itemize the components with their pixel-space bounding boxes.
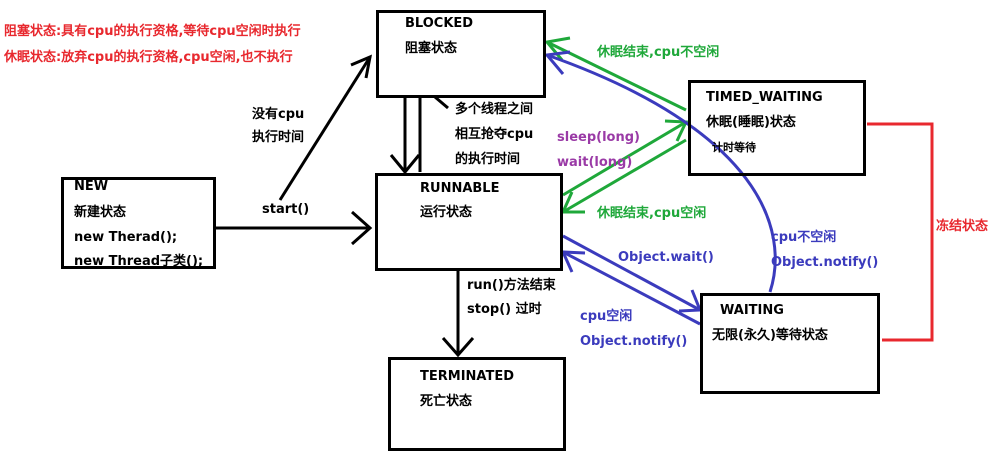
state-terminated-subtitle: 死亡状态 xyxy=(420,394,473,409)
label-object-wait: Object.wait() xyxy=(618,250,714,265)
label-sleep-end-cpu-busy: 休眠结束,cpu不空闲 xyxy=(597,45,720,60)
arrow-blocked-to-runnable xyxy=(389,97,421,175)
label-run-end: run()方法结束 xyxy=(467,278,556,293)
label-notify-left: Object.notify() xyxy=(580,334,688,349)
arrow-waiting-to-blocked xyxy=(544,50,777,293)
legend-sleep-description: 休眠状态:放弃cpu的执行资格,cpu空闲,也不执行 xyxy=(4,50,293,65)
state-new xyxy=(61,177,216,269)
arrow-new-to-runnable xyxy=(215,210,373,246)
label-stop: stop() 过时 xyxy=(467,302,542,317)
state-blocked-title: BLOCKED xyxy=(405,16,474,31)
state-new-line-1: 新建状态 xyxy=(74,205,127,220)
arrow-timed-to-runnable xyxy=(560,138,687,214)
state-blocked xyxy=(376,10,546,98)
state-waiting-subtitle: 无限(永久)等待状态 xyxy=(712,328,828,343)
arrow-waiting-to-runnable xyxy=(560,250,701,326)
arrow-blocked-compete xyxy=(434,95,449,110)
label-sleep-long: sleep(long) xyxy=(557,130,640,145)
state-new-line-3: new Thread子类(); xyxy=(74,254,204,269)
label-start: start() xyxy=(262,202,310,217)
label-wait-long: wait(long) xyxy=(557,155,633,170)
state-waiting-title: WAITING xyxy=(720,303,784,318)
state-runnable-subtitle: 运行状态 xyxy=(420,205,473,220)
label-compete-1: 多个线程之间 xyxy=(455,102,534,117)
label-compete-2: 相互抢夺cpu xyxy=(455,127,534,142)
legend-blocked-description: 阻塞状态:具有cpu的执行资格,等待cpu空闲时执行 xyxy=(4,24,301,39)
label-no-cpu-2: 执行时间 xyxy=(252,130,305,145)
state-new-line-2: new Therad(); xyxy=(74,230,178,245)
state-new-title: NEW xyxy=(74,179,109,194)
label-cpu-not-free: cpu不空闲 xyxy=(771,230,837,245)
state-timed-waiting-title: TIMED_WAITING xyxy=(706,90,823,105)
label-no-cpu-1: 没有cpu xyxy=(252,107,305,122)
frozen-bracket xyxy=(867,122,934,342)
arrow-runnable-to-blocked xyxy=(278,54,372,201)
state-runnable-title: RUNNABLE xyxy=(420,181,500,196)
label-cpu-free: cpu空闲 xyxy=(580,309,633,324)
state-terminated-title: TERMINATED xyxy=(420,369,515,384)
state-terminated xyxy=(388,357,566,451)
state-waiting xyxy=(700,293,880,394)
state-blocked-subtitle: 阻塞状态 xyxy=(405,41,458,56)
label-compete-3: 的执行时间 xyxy=(455,152,521,167)
arrow-runnable-to-waiting xyxy=(562,234,703,313)
label-notify-right: Object.notify() xyxy=(771,255,879,270)
state-timed-waiting-note: 计时等待 xyxy=(712,141,756,154)
label-sleep-end-cpu-free: 休眠结束,cpu空闲 xyxy=(597,206,707,221)
state-timed-waiting-subtitle: 休眠(睡眠)状态 xyxy=(706,115,796,130)
arrow-runnable-to-terminated xyxy=(441,270,475,358)
state-timed-waiting xyxy=(688,80,866,176)
state-runnable xyxy=(375,173,563,271)
label-frozen-state: 冻结状态 xyxy=(936,219,989,234)
